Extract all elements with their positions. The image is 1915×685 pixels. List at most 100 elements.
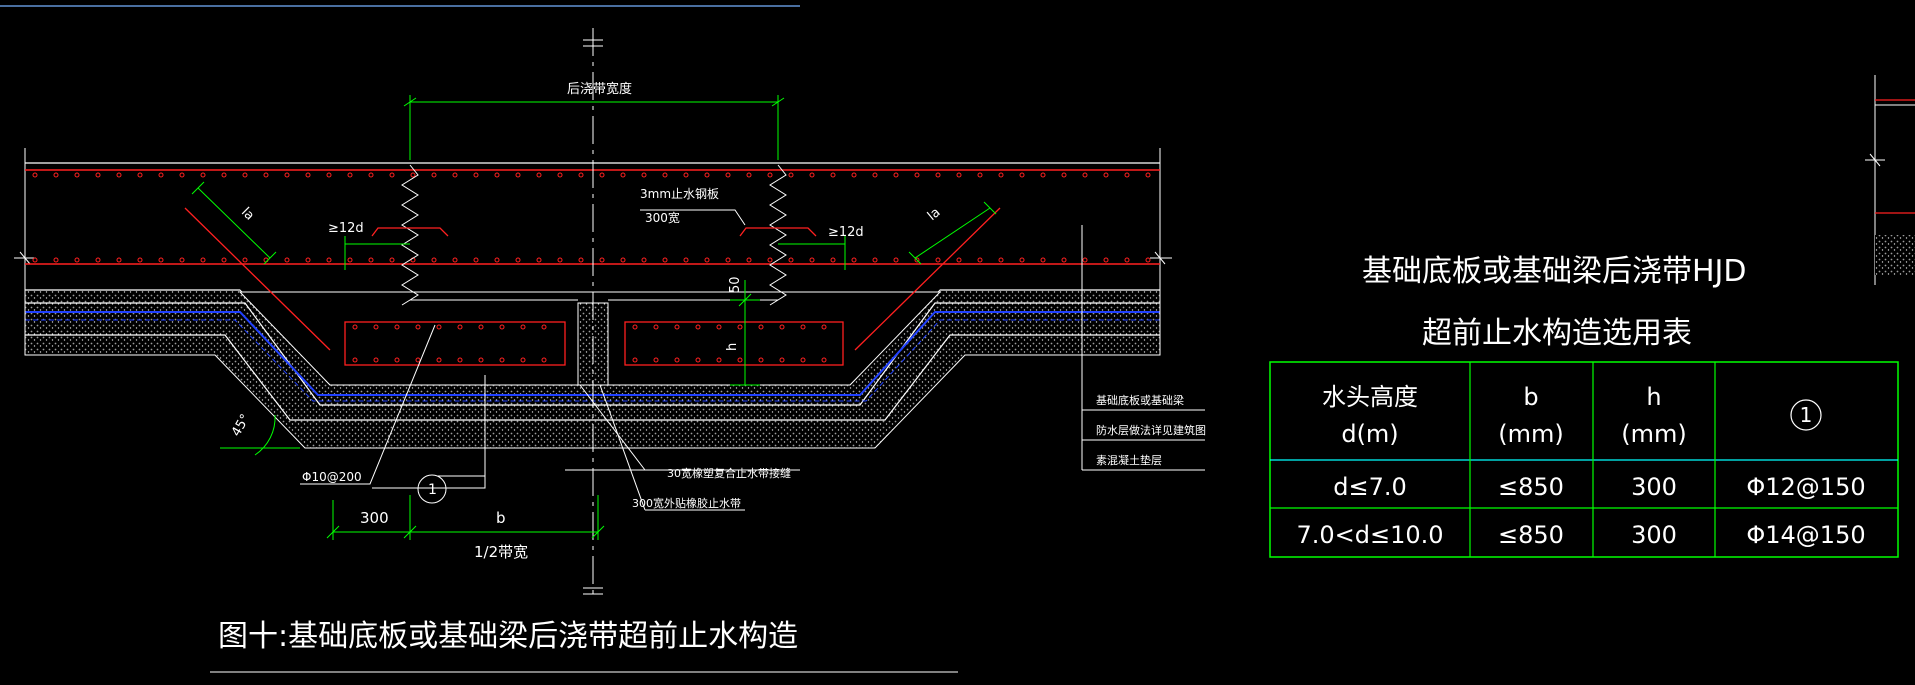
- rebar-dot: [1124, 257, 1130, 263]
- waterproof-membrane: [25, 311, 1160, 396]
- rebar-dot: [620, 257, 626, 263]
- rebar-dot: [536, 172, 542, 178]
- rebar-dot: [779, 324, 785, 330]
- rebar-dot: [821, 324, 827, 330]
- rebar-dot: [809, 257, 815, 263]
- label-12d-right: ≥12d: [828, 225, 864, 240]
- label-45: 45°: [229, 412, 254, 439]
- rebar-dot: [515, 172, 521, 178]
- rebar-dot: [74, 172, 80, 178]
- rebar-dot: [1103, 257, 1109, 263]
- rebar-dot: [284, 172, 290, 178]
- table-title-2: 超前止水构造选用表: [1422, 316, 1692, 351]
- rebar-dot: [494, 257, 500, 263]
- rebar-dot: [520, 357, 526, 363]
- label-circle-1: 1: [428, 482, 437, 498]
- rebar-dot: [494, 172, 500, 178]
- rebar-dot: [263, 172, 269, 178]
- selection-table: 基础底板或基础梁后浇带HJD 超前止水构造选用表 水头高度 d(m) b (mm…: [1269, 254, 1899, 558]
- rebar-dot: [1082, 257, 1088, 263]
- rebar-dot: [137, 172, 143, 178]
- rebar-dot: [221, 172, 227, 178]
- rebar-dot: [800, 324, 806, 330]
- header-col1-line1: 水头高度: [1322, 383, 1418, 411]
- rebar-dot: [158, 257, 164, 263]
- rebar-dot: [737, 324, 743, 330]
- rebar-dot: [578, 172, 584, 178]
- rebar-dot: [95, 257, 101, 263]
- rebar-dot: [725, 172, 731, 178]
- rebar-dot: [914, 172, 920, 178]
- rebar-dot: [704, 257, 710, 263]
- rebar-dot: [478, 324, 484, 330]
- label-strip1: 30宽橡塑复合止水带接缝: [667, 466, 791, 480]
- break-mark-left: [14, 251, 36, 265]
- label-strip2: 300宽外贴橡胶止水带: [632, 496, 741, 510]
- rebar-dot: [1082, 172, 1088, 178]
- rebar-dot: [872, 172, 878, 178]
- rebar-dot: [452, 257, 458, 263]
- rebar-dot: [935, 257, 941, 263]
- rebar-dot: [653, 357, 659, 363]
- rebar-dot: [557, 257, 563, 263]
- label-h: h: [725, 343, 740, 351]
- rebar-dot: [499, 357, 505, 363]
- header-circle: [1790, 399, 1822, 431]
- rebar-dot: [683, 172, 689, 178]
- sump-rebar-right: [624, 321, 844, 366]
- rebar-dot: [893, 257, 899, 263]
- rebar-dot: [95, 172, 101, 178]
- rebar-dot: [473, 172, 479, 178]
- rebar-dot: [352, 357, 358, 363]
- break-mark-right: [1150, 251, 1172, 265]
- rebar-dot: [1019, 172, 1025, 178]
- rebar-dot: [1103, 172, 1109, 178]
- rebar-dot: [872, 257, 878, 263]
- rebar-dot: [221, 257, 227, 263]
- rebar-dot: [457, 357, 463, 363]
- rebar-dot: [809, 172, 815, 178]
- label-layer2: 防水层做法详见建筑图: [1096, 423, 1206, 437]
- header-col2-line2: (mm): [1498, 420, 1563, 448]
- rebar-dot: [758, 357, 764, 363]
- rebar-dot: [541, 324, 547, 330]
- rebar-dot: [557, 172, 563, 178]
- rebar-dot: [662, 257, 668, 263]
- header-col1-line2: d(m): [1341, 420, 1398, 448]
- rebar-dot: [499, 324, 505, 330]
- rebar-dot: [1040, 172, 1046, 178]
- rebar-dot: [851, 257, 857, 263]
- rebar-dot: [683, 257, 689, 263]
- rebar-dot: [998, 257, 1004, 263]
- rebar-dot: [284, 257, 290, 263]
- label-b: b: [496, 509, 506, 527]
- cell-r1-c3: 300: [1631, 473, 1677, 501]
- marker-circle-1: [417, 474, 447, 504]
- rebar-dot: [632, 324, 638, 330]
- rebar-dot: [242, 257, 248, 263]
- rebar-dot: [389, 172, 395, 178]
- rebar-dot: [821, 357, 827, 363]
- diag-rebar-right: [854, 207, 1001, 351]
- cell-r1-c4: Φ12@150: [1746, 473, 1865, 501]
- rebar-dot: [242, 172, 248, 178]
- rebar-dot: [32, 257, 38, 263]
- rebar-dot: [436, 357, 442, 363]
- rebar-dot: [779, 357, 785, 363]
- rebar-dot: [74, 257, 80, 263]
- rebar-dot: [662, 172, 668, 178]
- rebar-dot: [347, 172, 353, 178]
- label-width: 后浇带宽度: [567, 81, 632, 97]
- rebar-dot: [515, 257, 521, 263]
- rebar-dot: [641, 172, 647, 178]
- rebar-dot: [368, 257, 374, 263]
- rebar-dot: [695, 357, 701, 363]
- section-drawing: 后浇带宽度 3mm止水钢板 300宽 ≥12d ≥12d la la 50 h …: [14, 28, 1206, 673]
- cell-r2-c2: ≤850: [1498, 521, 1564, 549]
- rebar-dot: [389, 257, 395, 263]
- rebar-dot: [368, 172, 374, 178]
- rebar-dot: [653, 324, 659, 330]
- rebar-dot: [716, 357, 722, 363]
- cell-r2-c4: Φ14@150: [1746, 521, 1865, 549]
- rebar-dot: [1019, 257, 1025, 263]
